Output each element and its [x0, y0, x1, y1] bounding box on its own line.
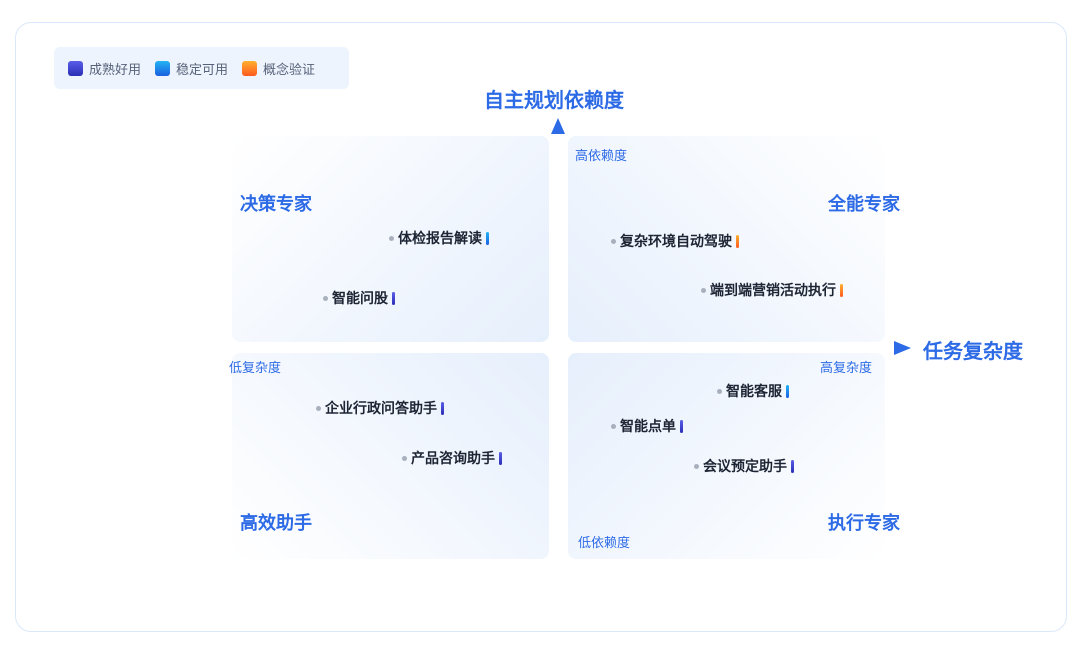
legend-label: 概念验证	[263, 62, 316, 78]
status-bar-icon	[499, 451, 502, 465]
point-item: 智能问股	[323, 288, 395, 308]
legend-item-stable: 稳定可用	[155, 59, 228, 78]
status-bar-icon	[791, 459, 794, 473]
point-item: 体检报告解读	[389, 228, 489, 248]
legend-label: 成熟好用	[89, 62, 142, 78]
point-label: 智能问股	[332, 291, 388, 307]
point-item: 复杂环境自动驾驶	[611, 231, 739, 251]
status-bar-icon	[486, 231, 489, 245]
x-high-label: 高复杂度	[820, 361, 873, 376]
point-dot-icon	[701, 287, 706, 293]
status-bar-icon	[736, 234, 739, 248]
point-item: 端到端营销活动执行	[701, 280, 843, 300]
point-dot-icon	[611, 238, 616, 244]
quadrant-top-right	[568, 136, 885, 342]
point-label: 复杂环境自动驾驶	[620, 234, 732, 250]
point-dot-icon	[323, 295, 328, 301]
y-high-label: 高依赖度	[575, 149, 628, 164]
point-dot-icon	[316, 405, 321, 411]
quadrant-title-top-right: 全能专家	[828, 194, 900, 215]
point-label: 产品咨询助手	[411, 451, 495, 467]
status-bar-icon	[392, 291, 395, 305]
quadrant-title-top-left: 决策专家	[240, 194, 312, 215]
quadrant-title-bottom-right: 执行专家	[828, 513, 900, 534]
point-dot-icon	[611, 423, 616, 429]
point-label: 智能点单	[620, 419, 676, 435]
point-dot-icon	[694, 463, 699, 469]
status-bar-icon	[786, 384, 789, 398]
point-label: 企业行政问答助手	[325, 401, 437, 417]
quadrant-bottom-left	[232, 353, 549, 559]
x-axis-title: 任务复杂度	[923, 339, 1023, 363]
legend: 成熟好用 稳定可用 概念验证	[54, 47, 349, 89]
quadrant-title-bottom-left: 高效助手	[240, 513, 312, 534]
point-item: 智能客服	[717, 381, 789, 401]
point-label: 体检报告解读	[398, 231, 482, 247]
mature-swatch-icon	[68, 60, 83, 76]
point-label: 端到端营销活动执行	[710, 283, 836, 299]
x-low-label: 低复杂度	[229, 361, 282, 376]
point-item: 企业行政问答助手	[316, 398, 444, 418]
legend-item-concept: 概念验证	[242, 59, 315, 78]
status-bar-icon	[441, 401, 444, 415]
y-axis-arrow-icon	[551, 118, 565, 134]
point-item: 智能点单	[611, 416, 683, 436]
point-item: 产品咨询助手	[402, 448, 502, 468]
stable-swatch-icon	[155, 60, 171, 76]
quadrant-bottom-right	[568, 353, 885, 559]
y-low-label: 低依赖度	[578, 536, 631, 551]
concept-swatch-icon	[242, 60, 258, 76]
legend-item-mature: 成熟好用	[68, 59, 141, 78]
point-dot-icon	[402, 455, 407, 461]
point-label: 会议预定助手	[703, 459, 787, 475]
status-bar-icon	[840, 283, 843, 297]
x-axis-arrow-icon	[894, 341, 911, 355]
y-axis-title: 自主规划依赖度	[484, 88, 624, 112]
status-bar-icon	[680, 419, 683, 433]
legend-label: 稳定可用	[176, 62, 229, 78]
point-label: 智能客服	[726, 384, 782, 400]
point-dot-icon	[389, 235, 394, 241]
point-item: 会议预定助手	[694, 456, 794, 476]
point-dot-icon	[717, 388, 722, 394]
